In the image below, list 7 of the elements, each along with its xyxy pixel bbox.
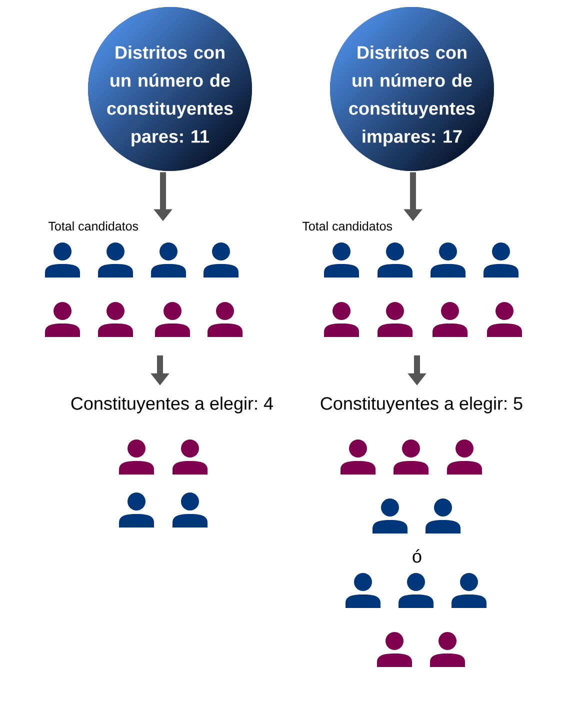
or-label: ó (412, 549, 422, 563)
step-label: Constituyentes a elegir: 5 (320, 396, 522, 414)
group-heading: Total candidatos (48, 221, 138, 231)
heading-text: Distritos con un número de constituyentes impares: 17 (349, 46, 475, 146)
group-heading: Total candidatos (302, 221, 392, 231)
step-label: Constituyentes a elegir: 4 (71, 396, 273, 414)
heading-text: Distritos con un número de constituyentes pares: 11 (107, 46, 233, 146)
